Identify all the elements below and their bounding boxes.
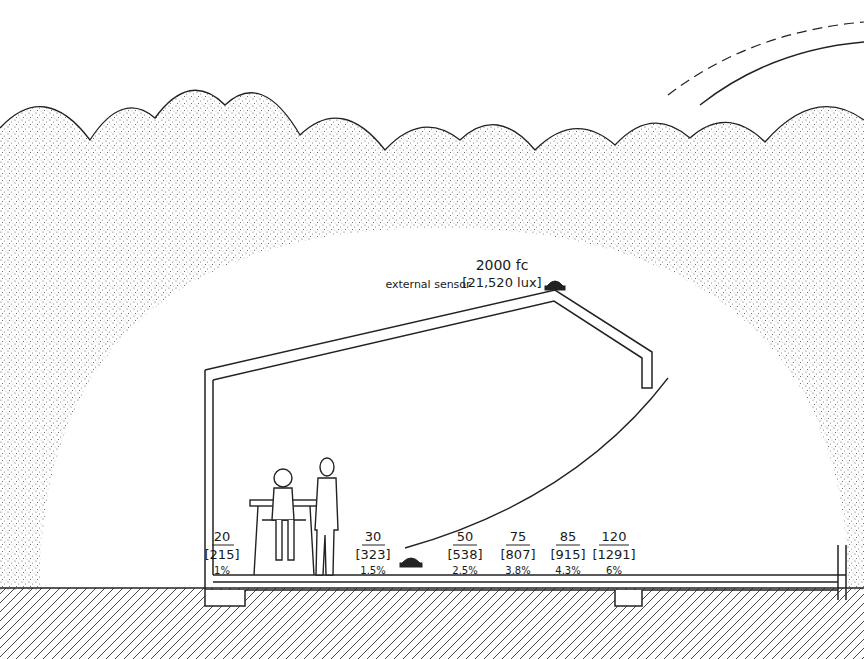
ground-line	[0, 587, 864, 588]
daylight-factor: 3.8%	[505, 566, 530, 576]
cloud-outline	[0, 90, 864, 150]
daylight-factor: 2.5%	[452, 566, 477, 576]
interior-sensor	[400, 558, 422, 567]
daylight-factor: 1.5%	[360, 566, 385, 576]
ground	[0, 588, 864, 659]
building	[205, 290, 846, 606]
sensor-label: external sensor	[385, 279, 470, 290]
illuminance-fc: 85	[560, 530, 577, 543]
illuminance-lux: [21,520 lux]	[462, 276, 541, 289]
overcast-sky	[0, 90, 864, 590]
illuminance-lux: [215]	[205, 548, 240, 561]
illuminance-fc: 120	[602, 530, 627, 543]
illuminance-lux: [323]	[356, 548, 391, 561]
daylight-factor: 4.3%	[555, 566, 580, 576]
fraction-bars	[212, 545, 629, 546]
sun-arc	[668, 22, 864, 95]
people	[250, 458, 338, 575]
illuminance-fc: 20	[214, 530, 231, 543]
illuminance-lux: [915]	[551, 548, 586, 561]
illuminance-lux: [1291]	[592, 548, 635, 561]
illuminance-lux: [538]	[448, 548, 483, 561]
daylight-factor: 1%	[214, 566, 230, 576]
daylight-factor: 6%	[606, 566, 622, 576]
illuminance-fc: 75	[510, 530, 527, 543]
external-sensor	[545, 281, 565, 290]
illuminance-lux: [807]	[501, 548, 536, 561]
illuminance-fc: 50	[457, 530, 474, 543]
sun-arc	[700, 42, 864, 105]
illuminance-fc: 30	[365, 530, 382, 543]
illuminance-fc: 2000 fc	[476, 258, 529, 272]
light-curve	[405, 378, 668, 548]
